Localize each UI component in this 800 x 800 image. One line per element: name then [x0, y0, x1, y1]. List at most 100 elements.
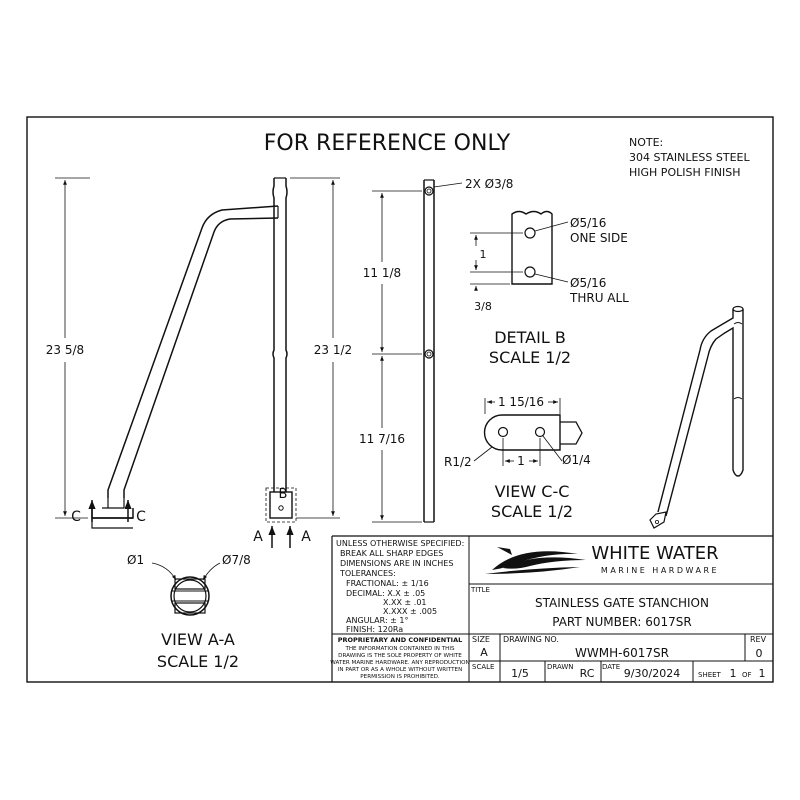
rev-label: REV [750, 635, 767, 644]
side-base-bracket [269, 491, 293, 519]
section-label-c-right: C [136, 509, 146, 525]
drawing-no-label: DRAWING NO. [503, 635, 559, 644]
drawing-no-value: WWMH-6017SR [575, 646, 669, 660]
view-c-c: 1 15/16 1 R1/2 Ø1/4 VIEW C-C SCALE 1/2 [444, 395, 591, 521]
view-c-c-scale: SCALE 1/2 [491, 502, 573, 521]
detail-b-callout: B [279, 487, 288, 502]
detail-b-hole-spacing: 1 [480, 248, 487, 261]
title-label: TITLE [470, 586, 490, 594]
svg-text:FINISH: 120Ra: FINISH: 120Ra [346, 625, 403, 634]
isometric-view [649, 305, 744, 529]
drawing-title: STAINLESS GATE STANCHION [535, 596, 709, 610]
detail-b-boundary [265, 487, 297, 523]
view-a-a-scale: SCALE 1/2 [157, 652, 239, 671]
of-label: OF [742, 671, 752, 679]
section-label-a-right: A [301, 529, 311, 545]
svg-text:DRAWING IS THE SOLE PROPERTY O: DRAWING IS THE SOLE PROPERTY OF WHITE [338, 653, 462, 659]
section-label-c-left: C [71, 509, 81, 525]
side-base-hole [278, 505, 284, 511]
tolerance-block: UNLESS OTHERWISE SPECIFIED: BREAK ALL SH… [336, 539, 464, 634]
detail-b-scale: SCALE 1/2 [489, 348, 571, 367]
detail-b: Ø5/16 ONE SIDE Ø5/16 THRU ALL 1 3/8 DETA… [470, 210, 629, 367]
side-tube-left [272, 178, 275, 492]
detail-b-upper-hole-note: ONE SIDE [570, 231, 628, 245]
view-c-c-title: VIEW C-C [495, 482, 570, 501]
svg-text:DIMENSIONS ARE IN INCHES: DIMENSIONS ARE IN INCHES [340, 559, 453, 568]
scale-label: SCALE [472, 663, 494, 671]
view-c-c-right-hole [534, 426, 546, 438]
company-subtitle: MARINE HARDWARE [601, 566, 719, 575]
view-c-c-slot-outline [483, 414, 561, 451]
svg-text:DECIMAL: X.X ± .05: DECIMAL: X.X ± .05 [346, 589, 425, 598]
size-value: A [480, 646, 488, 659]
svg-text:PROPRIETARY AND CONFIDENTIAL: PROPRIETARY AND CONFIDENTIAL [338, 636, 463, 644]
side-tube-right [285, 178, 288, 492]
detail-b-upper-hole [524, 227, 536, 239]
svg-text:X.XX ± .01: X.XX ± .01 [383, 598, 427, 607]
svg-text:BREAK ALL SHARP EDGES: BREAK ALL SHARP EDGES [340, 549, 443, 558]
section-label-a-left: A [253, 529, 263, 545]
svg-text:WATER MARINE HARDWARE. ANY REP: WATER MARINE HARDWARE. ANY REPRODUCTION [330, 660, 469, 666]
view-c-c-hole-dia: Ø1/4 [562, 453, 591, 467]
svg-text:ANGULAR: ± 1°: ANGULAR: ± 1° [346, 616, 409, 625]
reference-title: FOR REFERENCE ONLY [264, 131, 511, 156]
front-base-foot [91, 508, 134, 519]
proprietary-notice: PROPRIETARY AND CONFIDENTIAL THE INFORMA… [330, 636, 469, 680]
side-view: B A A 23 1/2 [253, 177, 352, 548]
rev-value: 0 [756, 647, 763, 660]
view-a-a-title: VIEW A-A [161, 630, 235, 649]
view-a-a-outer-dia: Ø1 [127, 553, 144, 567]
svg-text:IN PART OR AS A WHOLE WITHOUT: IN PART OR AS A WHOLE WITHOUT WRITTEN [338, 667, 463, 673]
company-logo [485, 547, 586, 574]
svg-text:TOLERANCES:: TOLERANCES: [339, 569, 396, 578]
date-label: DATE [602, 663, 620, 671]
view-a-a: Ø1 Ø7/8 VIEW A-A SCALE 1/2 [127, 553, 251, 671]
detail-b-lower-hole-dia: Ø5/16 [570, 276, 606, 290]
material-note: NOTE: 304 STAINLESS STEEL HIGH POLISH FI… [629, 136, 750, 179]
detail-b-part-outline [511, 210, 553, 285]
detail-b-lower-hole-note: THRU ALL [569, 291, 629, 305]
view-a-a-outer-circle [170, 576, 210, 616]
svg-text:FRACTIONAL: ± 1/16: FRACTIONAL: ± 1/16 [346, 579, 429, 588]
detail-b-title: DETAIL B [494, 328, 566, 347]
view-a-a-inner-dia: Ø7/8 [222, 553, 251, 567]
detail-b-upper-hole-dia: Ø5/16 [570, 216, 606, 230]
size-label: SIZE [472, 635, 490, 644]
detail-b-lower-hole [524, 266, 536, 278]
view-c-c-tube-stub [560, 421, 583, 445]
front-view: C C 23 5/8 [46, 177, 279, 529]
svg-text:HIGH POLISH FINISH: HIGH POLISH FINISH [629, 166, 741, 179]
dim-side-height: 23 1/2 [314, 343, 352, 357]
sheet-value: 1 [730, 667, 737, 680]
svg-text:UNLESS OTHERWISE SPECIFIED:: UNLESS OTHERWISE SPECIFIED: [336, 539, 464, 548]
view-c-c-left-hole [497, 426, 509, 438]
upper-hole [424, 186, 434, 196]
svg-text:NOTE:: NOTE: [629, 136, 663, 149]
of-value: 1 [759, 667, 766, 680]
date-value: 9/30/2024 [624, 667, 680, 680]
company-name: WHITE WATER [591, 543, 718, 564]
dim-overall-height: 23 5/8 [46, 343, 84, 357]
detail-b-edge-offset: 3/8 [474, 300, 492, 313]
view-c-c-radius: R1/2 [444, 455, 472, 469]
scale-value: 1/5 [511, 667, 529, 680]
svg-text:THE INFORMATION CONTAINED IN T: THE INFORMATION CONTAINED IN THIS [344, 646, 455, 652]
svg-text:X.XXX ± .005: X.XXX ± .005 [383, 607, 437, 616]
svg-text:PERMISSION IS PROHIBITED.: PERMISSION IS PROHIBITED. [360, 674, 440, 680]
view-a-a-inner-circle [173, 579, 207, 613]
stanchion-tube-outer [107, 205, 279, 498]
sheet-label: SHEET [698, 671, 722, 679]
drawing-border [26, 116, 774, 683]
stanchion-tube-inner [123, 217, 279, 498]
drawn-label: DRAWN [547, 663, 574, 671]
view-c-c-length: 1 15/16 [498, 395, 544, 409]
hole-location-view: 2X Ø3/8 11 1/8 11 7/16 [359, 177, 513, 523]
lower-hole [424, 349, 434, 359]
hole-callout: 2X Ø3/8 [465, 177, 513, 191]
svg-text:304 STAINLESS STEEL: 304 STAINLESS STEEL [629, 151, 750, 164]
drawn-value: RC [580, 667, 595, 680]
part-number: PART NUMBER: 6017SR [552, 615, 692, 629]
dim-upper-hole-spacing: 11 1/8 [363, 266, 401, 280]
title-block [331, 535, 773, 682]
